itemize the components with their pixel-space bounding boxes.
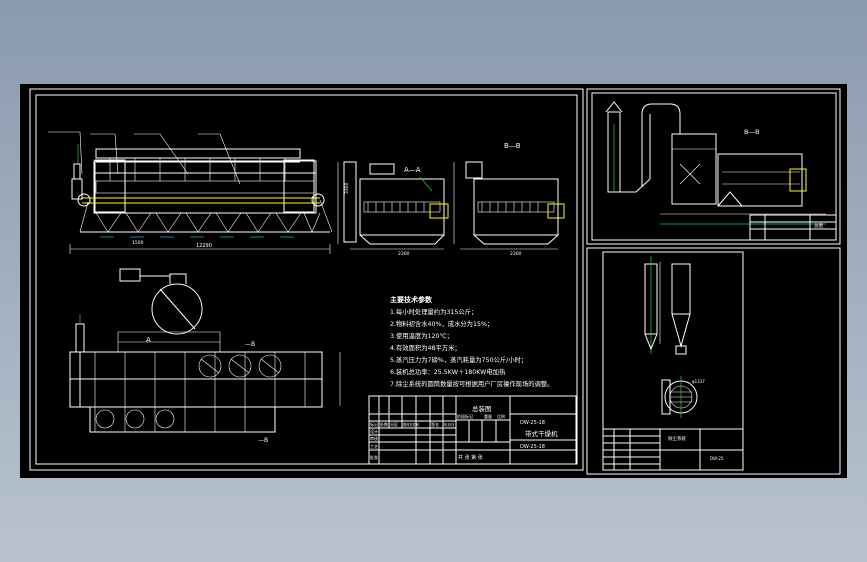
- title-block-right-bottom: [602, 428, 744, 471]
- cyclone-view: [644, 256, 698, 418]
- tb-drawing-no-2: DW-25-18: [520, 444, 545, 450]
- tb-col-sign: 签名: [431, 421, 439, 427]
- tb-col-date: 年月日: [444, 422, 455, 427]
- tb-stage: 阶段标记: [457, 413, 473, 419]
- dryer-plan-view: [69, 268, 341, 433]
- tb-col-change: 更改文件号: [403, 422, 419, 427]
- section-b-top: —B: [245, 341, 255, 348]
- right-bottom-frame-outer: [586, 247, 841, 475]
- tech-item-1: 1.每小时处理量约为315公斤；: [390, 307, 477, 316]
- dust-system-elevation: [605, 101, 826, 225]
- dim-segment: 1500: [132, 240, 144, 246]
- drawing-sheet: 12290 A—A 2300 B—B: [20, 84, 847, 478]
- tb-right-bottom-no: DW-25: [710, 456, 724, 461]
- tb-sheet: 共 张 第 张: [458, 454, 483, 461]
- section-b-bottom: —B: [258, 437, 268, 444]
- cad-drawing-canvas: 12290 A—A 2300 B—B: [29, 88, 841, 475]
- section-bb-side-label: B—B: [744, 128, 759, 136]
- section-aa-view: [337, 161, 449, 250]
- tb-row-approve: 批准: [370, 454, 378, 460]
- tb-scale: 比例: [497, 413, 505, 419]
- tb-col-zone: 分区: [390, 421, 398, 427]
- section-bb-label: B—B: [504, 142, 521, 150]
- tb-assembly: 总装图: [472, 404, 492, 413]
- tb-row-process: 工艺: [370, 444, 378, 449]
- dim-total-length: 12290: [196, 243, 212, 249]
- tb-drawing-name: 带式干燥机: [525, 429, 558, 438]
- tech-item-3: 3.使用温度为120℃；: [390, 331, 453, 340]
- tb-col-count: 处数: [380, 421, 388, 427]
- dim-cyclone-dia: φ1337: [692, 379, 705, 384]
- title-block-right-top: [749, 214, 837, 241]
- section-aa-label: A—A: [404, 166, 421, 174]
- tech-title: 主要技术参数: [390, 295, 433, 304]
- right-top-frame-outer: [586, 88, 841, 245]
- tech-item-6: 6.装机总功率：25.5KW＋180KW电加热: [390, 367, 506, 376]
- tb-col-mark: 标记: [370, 421, 378, 427]
- dim-aa-width: 2300: [398, 251, 410, 257]
- section-bb-view: [453, 161, 565, 250]
- section-a-mark: A: [146, 336, 151, 344]
- dim-height: 3300: [344, 182, 350, 194]
- dryer-elevation-view: [48, 131, 333, 254]
- dim-bb-width: 2300: [510, 251, 522, 257]
- tech-item-5: 5.蒸汽压力为7磅%，蒸汽耗量为750公斤/小时；: [390, 355, 527, 364]
- tb-row-review: 审核: [370, 435, 378, 441]
- tb-drawing-no-1: DW-25-18: [520, 420, 545, 426]
- right-top-frame-inner: [591, 92, 837, 241]
- tb-row-design: 设计: [370, 428, 378, 434]
- main-frame-outer: [29, 88, 584, 471]
- tb-right-top-label: 总图: [814, 222, 823, 229]
- title-block-main: [368, 395, 577, 465]
- tb-weight: 重量: [484, 413, 492, 419]
- tech-item-2: 2.物料初含水40%，成水分为15%；: [390, 319, 493, 328]
- main-frame-inner: [35, 94, 578, 465]
- tech-item-4: 4.有效面积为48平方米；: [390, 343, 461, 352]
- tech-item-7: 7.除尘系统的圆筒数量按可根据用户厂房操作现场的调整。: [390, 379, 553, 388]
- tb-right-bottom-label: 除尘系统: [668, 435, 686, 442]
